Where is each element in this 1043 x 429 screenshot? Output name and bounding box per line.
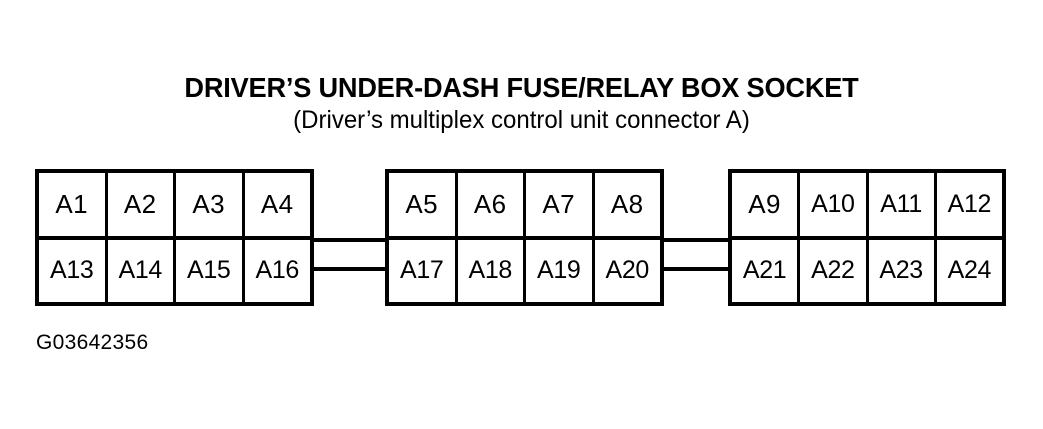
connector-block-middle: A5 A6 A7 A8 A17 A18 A19 A20 xyxy=(385,169,664,306)
terminal-cell[interactable]: A8 xyxy=(610,189,644,220)
connector-row-bottom: A21 A22 A23 A24 xyxy=(732,239,1002,302)
terminal-cell[interactable]: A3 xyxy=(176,173,245,236)
terminal-cell[interactable]: A15 xyxy=(176,239,245,302)
terminal-cell[interactable]: A20 xyxy=(605,256,650,285)
figure-caption: G03642356 xyxy=(36,331,149,354)
connector-row-bottom: A13 A14 A15 A16 xyxy=(39,239,310,302)
connector-block-right: A9 A10 A11 A12 A21 A22 A23 A24 xyxy=(728,169,1006,306)
connector-wire-lower-left xyxy=(310,267,390,271)
terminal-cell[interactable]: A21 xyxy=(732,239,801,302)
terminal-cell[interactable]: A1 xyxy=(39,173,108,236)
page-title: DRIVER’S UNDER-DASH FUSE/RELAY BOX SOCKE… xyxy=(184,72,859,103)
terminal-cell[interactable]: A7 xyxy=(526,173,595,236)
connector-block-left: A1 A2 A3 A4 A13 A14 A15 A16 xyxy=(35,169,314,306)
connector-row-top: A1 A2 A3 A4 xyxy=(39,173,310,240)
terminal-cell[interactable]: A17 xyxy=(389,239,458,302)
connector-wire-upper-left xyxy=(310,238,390,242)
terminal-cell[interactable]: A13 xyxy=(39,239,108,302)
terminal-cell[interactable]: A19 xyxy=(526,239,595,302)
terminal-cell[interactable]: A4 xyxy=(260,189,294,220)
connector-row-bottom: A17 A18 A19 A20 xyxy=(389,239,660,302)
terminal-cell[interactable]: A9 xyxy=(732,173,801,236)
terminal-cell[interactable]: A22 xyxy=(800,239,869,302)
terminal-cell[interactable]: A2 xyxy=(108,173,176,236)
terminal-cell[interactable]: A18 xyxy=(458,239,526,302)
terminal-cell[interactable]: A5 xyxy=(389,173,458,236)
connector-wire-upper-right xyxy=(660,238,733,242)
terminal-cell[interactable]: A6 xyxy=(458,173,526,236)
terminal-cell[interactable]: A11 xyxy=(869,173,937,236)
terminal-cell[interactable]: A23 xyxy=(869,239,937,302)
terminal-cell[interactable]: A24 xyxy=(947,256,992,285)
terminal-cell[interactable]: A16 xyxy=(255,256,300,285)
terminal-cell[interactable]: A10 xyxy=(800,173,869,236)
connector-row-top: A5 A6 A7 A8 xyxy=(389,173,660,240)
terminal-cell[interactable]: A14 xyxy=(108,239,176,302)
connector-row-top: A9 A10 A11 A12 xyxy=(732,173,1002,240)
terminal-cell[interactable]: A12 xyxy=(947,189,992,218)
connector-wire-lower-right xyxy=(660,267,733,271)
page-subtitle: (Driver’s multiplex control unit connect… xyxy=(293,106,750,134)
